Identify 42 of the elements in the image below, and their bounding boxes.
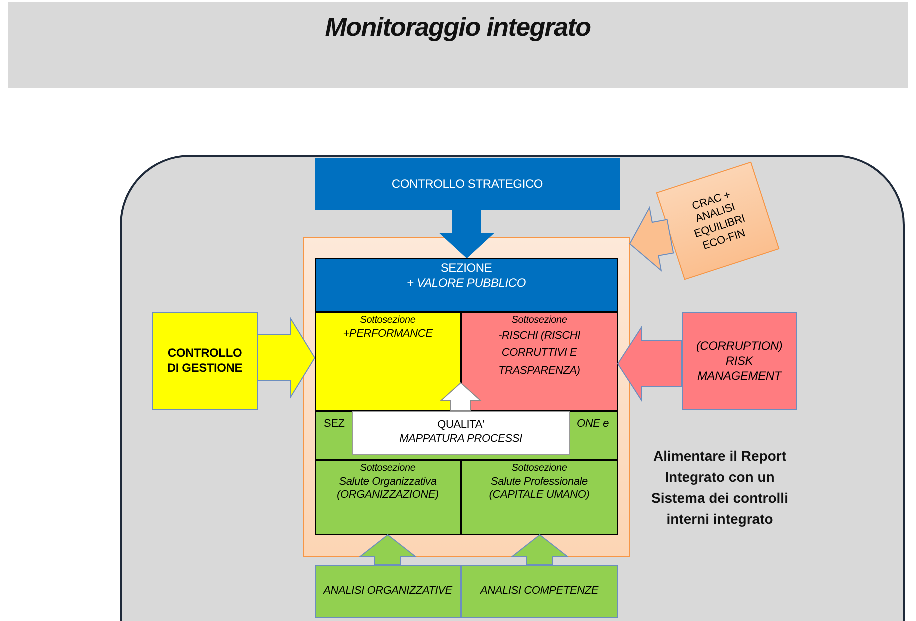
- body-text: ANALISI COMPETENZE: [480, 584, 599, 598]
- block-arrow: [617, 325, 682, 403]
- container-panel: [120, 155, 905, 621]
- block-arrow: [629, 206, 674, 272]
- section-cell: [315, 411, 618, 460]
- process-box: [315, 158, 620, 210]
- process-box: [315, 565, 461, 618]
- block-arrow: [440, 210, 494, 259]
- body-text: ONE e: [576, 418, 609, 432]
- title: Monitoraggio integrato: [324, 12, 592, 43]
- block-arrow: [440, 382, 482, 412]
- block-arrow: [510, 534, 570, 566]
- note-text: Alimentare il Report Integrato con un Sistema dei controlli interni integrato: [650, 447, 790, 529]
- section-cell: [315, 258, 618, 312]
- heading-text: Sottosezione: [512, 315, 568, 328]
- heading-text: QUALITA': [438, 419, 484, 433]
- heading-text: SEZ: [324, 418, 345, 432]
- body-text: -RISCHI (RISCHI CORRUTTIVI E TRASPARENZA): [498, 328, 582, 379]
- body-text: MAPPATURA PROCESSI: [400, 433, 522, 447]
- body-text: + VALORE PUBBLICO: [407, 276, 526, 291]
- body-text: (CORRUPTION) RISK MANAGEMENT: [695, 338, 784, 384]
- process-box: [682, 312, 797, 410]
- block-arrow: [358, 534, 418, 566]
- heading-text: Sottosezione: [360, 463, 416, 476]
- process-box: [461, 565, 618, 618]
- subsection-cell: [461, 312, 618, 411]
- process-box: [352, 411, 570, 455]
- subsection-cell: [461, 460, 618, 535]
- body-text: +PERFORMANCE: [343, 328, 433, 342]
- block-arrow: [258, 317, 316, 399]
- process-box: [152, 312, 258, 410]
- subsection-cell: [315, 312, 461, 411]
- body-text: CONTROLLO STRATEGICO: [392, 176, 544, 192]
- body-text: Salute Organizzativa (ORGANIZZAZIONE): [336, 476, 440, 503]
- heading-text: Sottosezione: [512, 463, 568, 476]
- heading-text: Sottosezione: [360, 315, 416, 328]
- body-text: Salute Professionale (CAPITALE UMANO): [488, 476, 591, 503]
- body-text: CONTROLLO DI GESTIONE: [166, 346, 244, 376]
- subsection-cell: [315, 460, 461, 535]
- body-text: ANALISI ORGANIZZATIVE: [324, 584, 452, 598]
- heading-text: SEZIONE: [440, 261, 492, 276]
- frame-box: [303, 237, 630, 557]
